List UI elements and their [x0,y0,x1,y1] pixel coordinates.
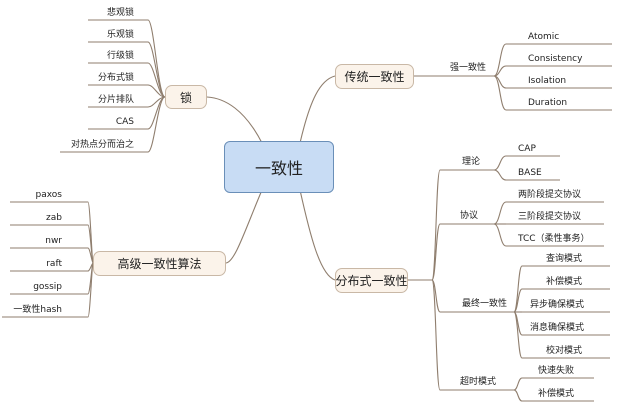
eventual-leaf: 查询模式 [546,254,583,264]
center-node: 一致性 [224,141,334,193]
acid-leaf: Consistency [528,54,583,64]
lock-leaf: 悲观锁 [106,8,134,18]
advanced-leaf: nwr [45,236,62,246]
timeout-leaf: 补偿模式 [538,389,575,399]
lock-leaf: CAS [115,117,134,127]
theory-leaf: CAP [518,144,536,154]
protocol-label: 协议 [460,211,479,221]
strong-consistency-label: 强一致性 [450,63,487,73]
lock-leaf: 分片排队 [97,95,134,105]
center-node-label: 一致性 [254,159,303,178]
advanced-leaf: raft [46,259,62,269]
protocol-leaf: 两阶段提交协议 [518,190,582,200]
eventual-leaf: 补偿模式 [546,277,583,287]
theory-leaf: BASE [518,168,542,178]
distributed-node: 分布式一致性 [335,268,408,293]
advanced-node-label: 高级一致性算法 [117,257,202,271]
lock-node-label: 锁 [179,90,192,105]
lock-leaf: 乐观锁 [106,30,134,40]
eventual-leaf: 消息确保模式 [530,323,585,333]
advanced-leaf: gossip [33,282,62,292]
acid-leaf: Duration [528,98,568,108]
advanced-node: 高级一致性算法 [93,251,226,276]
theory-label: 理论 [462,157,481,167]
protocol-leaf: 三阶段提交协议 [518,212,582,222]
lock-leaf: 分布式锁 [97,73,134,83]
traditional-node-label: 传统一致性 [344,70,405,84]
acid-leaf: Atomic [528,32,560,42]
advanced-leaf: paxos [35,190,62,200]
distributed-node-label: 分布式一致性 [335,274,408,288]
advanced-leaf: zab [46,213,62,223]
timeout-leaf: 快速失败 [538,366,575,376]
protocol-leaf: TCC（柔性事务） [518,234,590,244]
lock-node: 锁 [165,85,207,109]
eventual-leaf: 校对模式 [546,346,583,356]
acid-leaf: Isolation [528,76,567,86]
lock-leaf: 对热点分而治之 [70,140,134,150]
advanced-leaf: 一致性hash [13,305,62,315]
timeout-label: 超时模式 [460,377,497,387]
eventual-leaf: 异步确保模式 [530,300,585,310]
eventual-label: 最终一致性 [462,299,508,309]
traditional-node: 传统一致性 [335,64,414,89]
lock-leaf: 行级锁 [106,51,134,61]
